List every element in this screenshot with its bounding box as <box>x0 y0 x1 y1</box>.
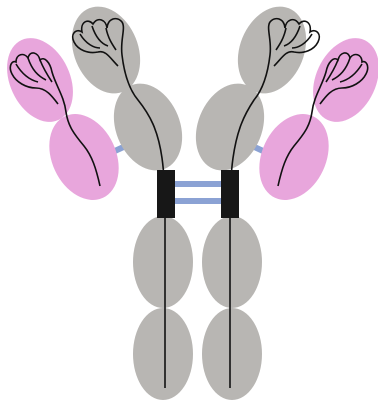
heavy-constant-domain-2-left <box>133 216 193 308</box>
heavy-constant-domain-2-right <box>202 216 262 308</box>
hinge-left <box>157 170 175 218</box>
heavy-constant-domain-3-right <box>202 308 262 400</box>
heavy-constant-domain-3-left <box>133 308 193 400</box>
hinge-right <box>221 170 239 218</box>
